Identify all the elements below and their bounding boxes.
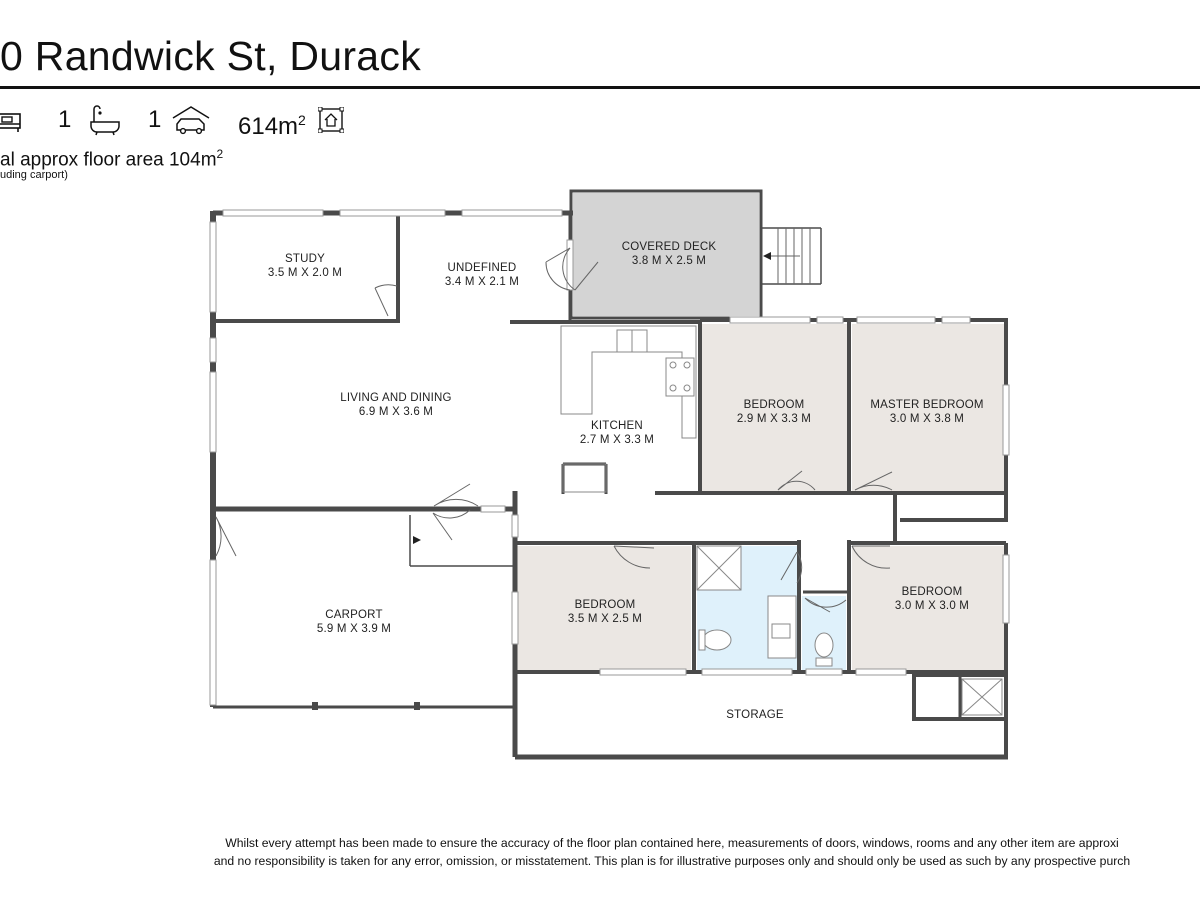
- bedroom-3-fill: [517, 546, 691, 670]
- bedroom-3-label: BEDROOM: [575, 599, 636, 611]
- land-area: 614m2: [238, 112, 306, 140]
- bed-icon: [0, 113, 21, 132]
- bathroom-count: 1: [58, 106, 72, 133]
- covered-deck-fill: [573, 193, 759, 316]
- master-bedroom-label: MASTER BEDROOM: [870, 399, 983, 411]
- living-dining-label: LIVING AND DINING: [340, 392, 451, 404]
- bedroom-2-label: BEDROOM: [744, 399, 805, 411]
- bedroom-4-label: BEDROOM: [902, 586, 963, 598]
- undefined-dims: 3.4 M X 2.1 M: [445, 276, 519, 288]
- floor-area-note: uding carport): [0, 169, 68, 181]
- covered-deck-label: COVERED DECK: [622, 241, 717, 253]
- title-divider: [0, 86, 1200, 89]
- car-space-count: 1: [148, 106, 162, 133]
- kitchen-label: KITCHEN: [591, 420, 643, 432]
- bedroom-4-dims: 3.0 M X 3.0 M: [895, 600, 969, 612]
- disclaimer-line-1: Whilst every attempt has been made to en…: [225, 836, 1119, 850]
- bath-icon: [90, 105, 120, 136]
- land-area-icon: [318, 107, 344, 133]
- storage-label: STORAGE: [726, 709, 784, 721]
- undefined-label: UNDEFINED: [448, 262, 517, 274]
- bedroom-2-fill: [702, 324, 847, 492]
- car-icon: [172, 106, 210, 135]
- study-label: STUDY: [285, 253, 325, 265]
- carport-dims: 5.9 M X 3.9 M: [317, 623, 391, 635]
- carport-label: CARPORT: [325, 609, 382, 621]
- covered-deck-dims: 3.8 M X 2.5 M: [632, 255, 706, 267]
- master-bedroom-dims: 3.0 M X 3.8 M: [890, 413, 964, 425]
- bedroom-2-dims: 2.9 M X 3.3 M: [737, 413, 811, 425]
- master-bedroom-fill: [852, 324, 1004, 492]
- bedroom-3-dims: 3.5 M X 2.5 M: [568, 613, 642, 625]
- property-title: 0 Randwick St, Durack: [0, 33, 422, 79]
- study-dims: 3.5 M X 2.0 M: [268, 267, 342, 279]
- disclaimer: Whilst every attempt has been made to en…: [140, 835, 1200, 870]
- living-dining-dims: 6.9 M X 3.6 M: [359, 406, 433, 418]
- disclaimer-line-2: and no responsibility is taken for any e…: [213, 853, 1131, 868]
- kitchen-dims: 2.7 M X 3.3 M: [580, 434, 654, 446]
- floor-area-summary: al approx floor area 104m2: [0, 147, 224, 171]
